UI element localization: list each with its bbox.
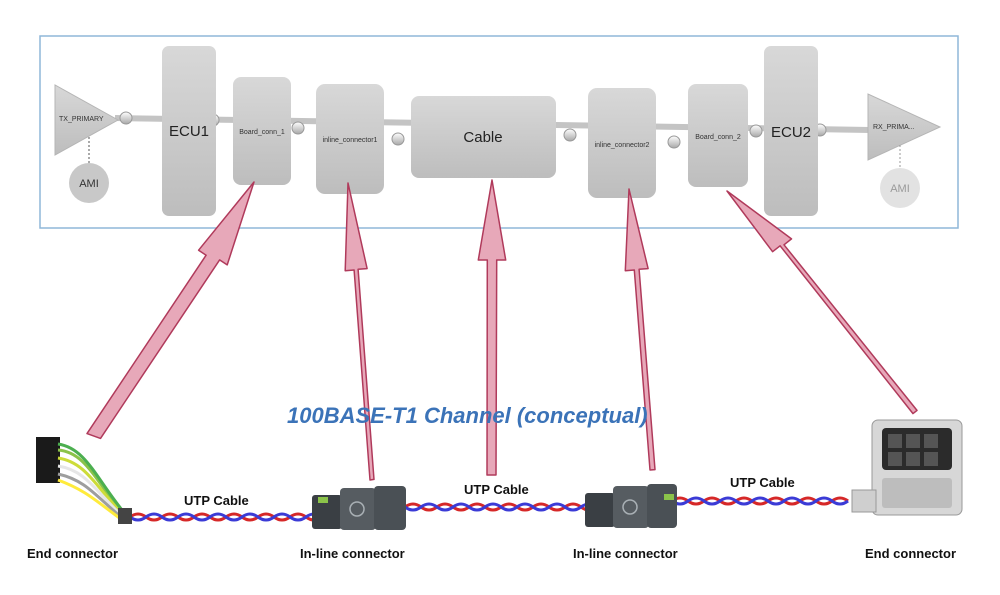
end-connector-left-label: End connector [27,546,119,561]
end-connector-right-image [851,419,963,516]
port [749,124,763,138]
end-connector-left-image [36,437,132,524]
inline-connector1-block [316,84,384,194]
tx-primary-triangle [54,84,120,156]
inline-connector2-block [588,88,656,198]
port [391,132,405,146]
cable-label: Cable [463,129,502,146]
arrow-to-inline-connector2 [624,188,656,471]
port [291,121,305,135]
board-conn-1-block [233,77,291,185]
mapping-arrows [86,179,918,481]
rx-primary-triangle [867,93,942,161]
arrow-to-inline-connector1 [344,182,375,481]
ami-left-circle [69,163,109,203]
utp-cable-right-label: UTP Cable [730,475,795,490]
ami-right-circle [880,168,920,208]
end-connector-right-label: End connector [865,546,957,561]
inline-connector2-label: inline_connector2 [595,142,650,149]
utp-cable-right [671,496,849,506]
utp-cable-middle-label: UTP Cable [464,482,529,497]
inline-connector1-label: inline_connector1 [323,137,378,144]
cable-block [411,96,556,178]
utp-cable-middle [404,502,598,512]
ami-right-label: AMI [890,183,910,195]
ecu2-label: ECU2 [771,124,811,141]
arrow-to-board-conn-2 [726,190,918,415]
ami-left-label: AMI [79,178,99,190]
inline-connector-right-image [585,484,677,528]
rx-primary-label: RX_PRIMA... [873,124,915,131]
ecu1-block [162,46,216,216]
channel-title: 100BASE-T1 Channel (conceptual) [287,403,648,428]
port [667,135,681,149]
board-conn-2-label: Board_conn_2 [695,134,741,141]
board-conn-2-block [688,84,748,187]
ecu2-block [764,46,818,216]
ecu1-label: ECU1 [169,123,209,140]
inline-connector-left-label: In-line connector [300,546,405,561]
port [563,128,577,142]
board-conn-1-label: Board_conn_1 [239,129,285,136]
inline-connector-left-image [312,486,406,530]
arrow-to-cable [477,179,507,476]
utp-cable-left-label: UTP Cable [184,493,249,508]
arrow-to-board-conn-1 [86,181,255,440]
port [119,111,133,125]
tx-primary-label: TX_PRIMARY [59,116,104,123]
inline-connector-right-label: In-line connector [573,546,678,561]
